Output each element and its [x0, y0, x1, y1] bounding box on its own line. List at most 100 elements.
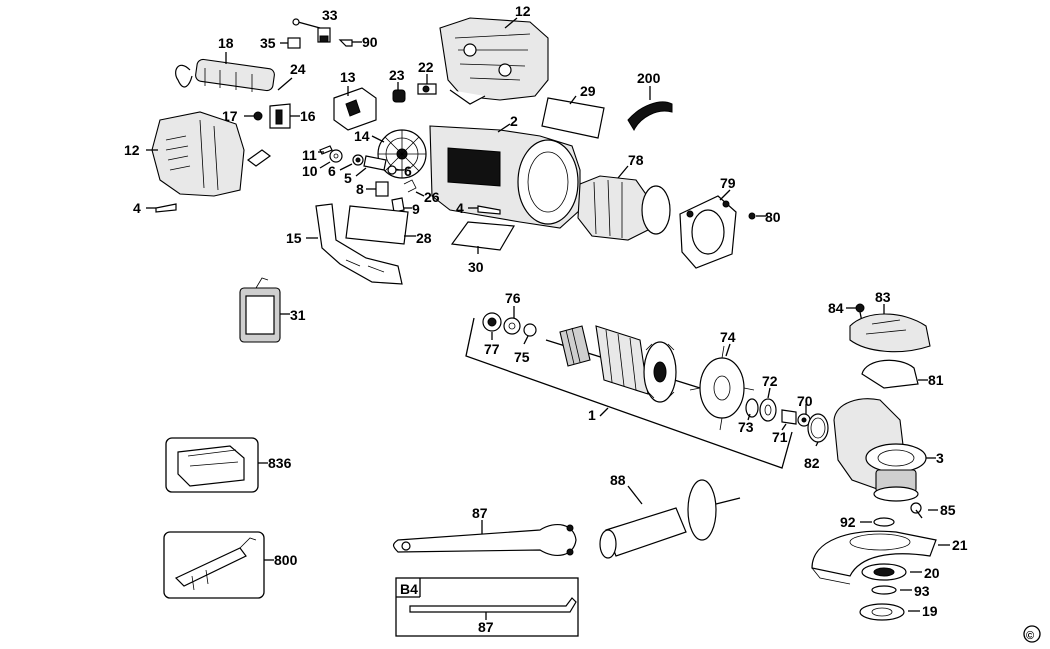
part-switch-lever-15: [315, 203, 403, 285]
part-rear-housing-12: [151, 111, 272, 197]
callout-77: 77: [484, 341, 500, 357]
part-side-handle-88: [599, 479, 741, 559]
callout-80: 80: [765, 209, 781, 225]
part-nut-6-right: [387, 165, 397, 175]
callout-4-left: 4: [133, 200, 141, 216]
callout-12-top: 12: [515, 3, 531, 19]
callout-90: 90: [362, 34, 378, 50]
callout-6-right: 6: [404, 163, 412, 179]
part-plug-23: [392, 89, 406, 103]
callout-21: 21: [952, 537, 968, 553]
callout-6-left: 6: [328, 163, 336, 179]
callout-30: 30: [468, 259, 484, 275]
callout-23: 23: [389, 67, 405, 83]
callout-76: 76: [505, 290, 521, 306]
callout-84: 84: [828, 300, 844, 316]
callout-20: 20: [924, 565, 940, 581]
part-armature: [545, 325, 701, 403]
part-stator-78: [577, 175, 671, 241]
callout-800: 800: [274, 552, 298, 568]
part-brush-holder-9: [391, 197, 405, 213]
callout-24: 24: [290, 61, 306, 77]
callout-85: 85: [940, 502, 956, 518]
part-brush-8: [375, 181, 389, 197]
callout-29: 29: [580, 83, 596, 99]
part-bearing-77: [482, 312, 502, 332]
part-screw-80: [748, 212, 756, 220]
callout-92: 92: [840, 514, 856, 530]
callout-83: 83: [875, 289, 891, 305]
part-bearing-72: [759, 398, 777, 422]
callout-79: 79: [720, 175, 736, 191]
callout-200: 200: [637, 70, 661, 86]
part-flange-20: [861, 563, 907, 581]
callout-28: 28: [416, 230, 432, 246]
part-gear-case-3: [833, 398, 927, 502]
callout-18: 18: [218, 35, 234, 51]
kit-box-800: [163, 531, 265, 599]
part-gasket-81: [861, 359, 919, 389]
callout-3: 3: [936, 450, 944, 466]
part-guard-21: [811, 530, 937, 585]
callout-4-right: 4: [456, 200, 464, 216]
part-nut-19: [859, 603, 905, 621]
callout-17: 17: [222, 108, 238, 124]
part-screw-4-right: [477, 205, 501, 215]
part-ring-75: [523, 323, 537, 337]
callout-82: 82: [804, 455, 820, 471]
callout-71: 71: [772, 429, 788, 445]
part-label-29: [541, 97, 605, 139]
callout-16: 16: [300, 108, 316, 124]
part-spring-26: [403, 179, 417, 193]
part-nut-70: [797, 413, 811, 427]
callout-15: 15: [286, 230, 302, 246]
callout-5: 5: [344, 170, 352, 186]
callout-35: 35: [260, 35, 276, 51]
callout-70: 70: [797, 393, 813, 409]
part-screw-84: [855, 303, 865, 323]
part-gear-housing-12: [439, 17, 549, 105]
part-washer-73: [745, 398, 759, 418]
part-washer-10: [329, 149, 343, 163]
b4-box: [395, 577, 579, 637]
callout-1: 1: [588, 407, 596, 423]
part-bearing-5: [363, 155, 387, 171]
part-motor-housing-2: [429, 125, 581, 229]
part-module-31: [239, 277, 281, 343]
b4-label: B4: [400, 581, 418, 597]
part-baffle-79: [679, 195, 737, 269]
callout-10: 10: [302, 163, 318, 179]
part-nameplate-200: [627, 101, 673, 132]
callout-9: 9: [412, 201, 420, 217]
callout-22: 22: [418, 59, 434, 75]
part-switch-22: [417, 83, 437, 95]
armature-group-outline-1: [465, 317, 793, 469]
part-washer-92: [873, 517, 895, 527]
callout-87-top: 87: [472, 505, 488, 521]
part-baffle-74: [689, 345, 755, 431]
part-label-30: [450, 221, 515, 251]
callout-19: 19: [922, 603, 938, 619]
callout-33: 33: [322, 7, 338, 23]
part-nut-6-left: [352, 154, 364, 166]
callout-74: 74: [720, 329, 736, 345]
part-fan-14: [377, 129, 427, 179]
callout-26: 26: [424, 189, 440, 205]
kit-box-836: [165, 437, 259, 493]
callout-78: 78: [628, 152, 644, 168]
callout-11: 11: [302, 147, 317, 163]
callout-2: 2: [510, 113, 518, 129]
callout-87-bottom: 87: [478, 619, 494, 635]
part-screw-11: [319, 145, 333, 155]
part-washer-93: [871, 585, 897, 595]
part-brush-spring-33: [292, 18, 331, 43]
part-washer-76: [503, 317, 521, 335]
callout-88: 88: [610, 472, 626, 488]
part-cable-18: [175, 58, 275, 92]
copyright-mark: ©: [1026, 630, 1034, 642]
callout-72: 72: [762, 373, 778, 389]
part-sleeve-71: [781, 409, 797, 425]
part-switch-box-13: [333, 87, 377, 131]
part-screw-4-left: [155, 203, 177, 213]
